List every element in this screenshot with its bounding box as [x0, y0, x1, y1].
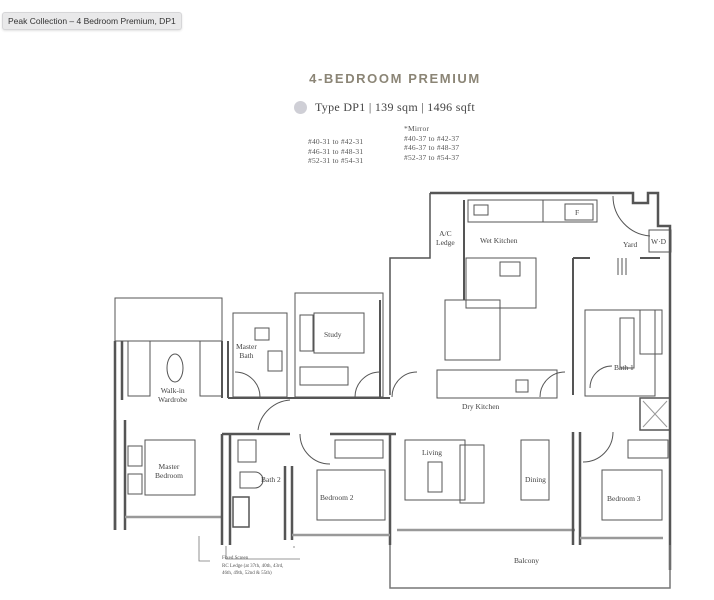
unit-range: #40-37 to #42-37: [404, 133, 460, 143]
room-label-balcony: Balcony: [514, 556, 539, 565]
unit-type-text: Type DP1 | 139 sqm | 1496 sqft: [315, 99, 475, 114]
unit-range: #52-37 to #54-37: [404, 152, 460, 162]
room-label-study: Study: [324, 330, 342, 339]
unit-range: #46-37 to #48-37: [404, 143, 460, 152]
room-label-bath2: Bath 2: [261, 475, 281, 484]
room-label-living: Living: [422, 448, 442, 457]
unit-list-mirror: *Mirror #40-37 to #42-37 #46-37 to #48-3…: [404, 124, 459, 162]
fridge-label: F: [575, 208, 580, 217]
washer-dryer-label: W·D: [651, 237, 666, 246]
room-label-bedroom2: Bedroom 2: [320, 493, 354, 502]
type-color-dot-icon: [294, 100, 307, 114]
mirror-label: *Mirror: [404, 124, 430, 133]
note-rc-ledge-1: RC Ledge (at 37th, 40th, 43rd,: [222, 564, 284, 569]
note-fixed-screen: Fixed Screen: [222, 556, 249, 561]
unit-range: #46-31 to #48-31: [308, 146, 364, 156]
unit-type-line: Type DP1 | 139 sqm | 1496 sqft: [294, 99, 475, 115]
unit-range: #52-31 to #54-31: [308, 156, 364, 165]
note-rc-ledge-2: 46th, 49th, 52nd & 55th): [222, 571, 272, 576]
room-label-yard: Yard: [623, 240, 638, 249]
unit-range: #40-31 to #42-31: [308, 137, 364, 146]
room-label-bath1: Bath 1: [614, 363, 634, 372]
page-title: 4-BEDROOM PREMIUM: [309, 71, 481, 86]
unit-list-standard: #40-31 to #42-31 #46-31 to #48-31 #52-31…: [308, 137, 363, 166]
room-label-dining: Dining: [525, 475, 546, 484]
room-label-wet-kitchen: Wet Kitchen: [480, 236, 518, 245]
window-tooltip: Peak Collection – 4 Bedroom Premium, DP1: [2, 12, 182, 30]
room-label-dry-kitchen: Dry Kitchen: [462, 402, 500, 411]
room-label-bedroom3: Bedroom 3: [607, 494, 641, 503]
